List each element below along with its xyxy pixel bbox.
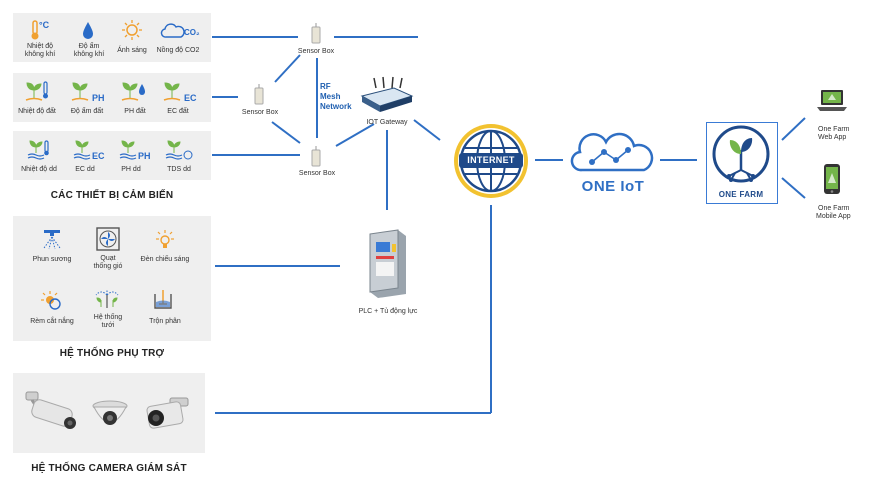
solution-tds-icon [165, 140, 193, 160]
ventilation-fan-label: Quạt thống gió [93, 255, 123, 270]
link-sensorbox-mid-to-bottom [271, 121, 301, 144]
link-sensorbox-top-to-mid [274, 54, 301, 83]
rf-mesh-label-1: RF [320, 82, 331, 91]
one-farm-logo-icon [712, 125, 770, 183]
solution-ph-badge: PH [138, 151, 151, 161]
plant-thermometer-icon [25, 81, 48, 101]
air-humidity-label: Độ ẩm không khí [73, 43, 105, 58]
internet-label: INTERNET [467, 155, 515, 165]
link-onefarm-to-webapp [781, 117, 806, 141]
rf-mesh-label-3: Network [320, 102, 352, 111]
plant-ph-icon [71, 82, 89, 101]
iot-gateway-label: IOT Gateway [366, 119, 408, 126]
plant-drop-icon [121, 82, 145, 101]
mobile-app-phone-icon [824, 164, 840, 194]
soil-humidity-label: Độ ẩm đất [70, 108, 104, 115]
plc-cabinet-icon [369, 229, 406, 298]
soil-ec-badge: EC [184, 93, 197, 103]
dome-camera-icon [92, 400, 128, 425]
soil-ec-label: EC đất [167, 108, 189, 115]
iot-gateway-icon [360, 76, 414, 112]
cloud-network-icon [570, 132, 654, 172]
one-iot-label: ONE IoT [581, 178, 645, 195]
mobile-app-label-2: Mobile App [816, 213, 851, 220]
water-drop-icon [83, 22, 93, 39]
co2-cloud-icon [160, 23, 185, 38]
box-camera-icon [146, 397, 189, 429]
camera-system-title: HỆ THỐNG CAMERA GIÁM SÁT [31, 463, 187, 474]
plc-label: PLC + Tủ động lực [358, 308, 418, 315]
fertilizer-mixer-label: Trộn phân [149, 318, 181, 325]
sensor-box-bottom-label: Sensor Box [298, 170, 336, 177]
solution-ph-label: PH dd [121, 166, 141, 173]
sensor-box-bottom-icon [311, 146, 321, 167]
solution-thermometer-icon [27, 140, 49, 160]
sunshade-label: Rèm cắt nắng [30, 318, 74, 325]
sensor-box-mid-label: Sensor Box [241, 109, 279, 116]
co2-label: Nồng độ CO2 [156, 47, 200, 54]
thermometer-icon [31, 20, 39, 40]
solution-ph-icon [119, 140, 137, 160]
irrigation-label: Hệ thống tưới [93, 314, 123, 329]
solution-temp-label: Nhiệt độ dd [21, 166, 57, 173]
sensor-box-mid-icon [254, 84, 264, 105]
web-app-laptop-icon [817, 90, 847, 111]
fertilizer-mixer-icon [154, 290, 172, 309]
light-label: Ánh sáng [117, 47, 147, 54]
one-farm-label: ONE FARM [718, 190, 764, 199]
air-temp-badge: °C [39, 20, 50, 30]
support-system-title: HỆ THỐNG PHỤ TRỢ [59, 348, 165, 359]
internet-globe-icon [454, 124, 528, 198]
link-onefarm-to-mobileapp [781, 177, 806, 199]
support-system-panel [13, 216, 211, 341]
solution-tds-label: TDS dd [167, 166, 191, 173]
mist-spray-label: Phun sương [32, 256, 72, 263]
soil-ph-badge: PH [92, 93, 105, 103]
lamp-icon [156, 230, 174, 248]
link-gateway-to-internet [413, 119, 441, 141]
irrigation-icon [95, 289, 119, 308]
sunshade-icon [41, 291, 61, 310]
soil-ph-label: PH đất [124, 108, 146, 115]
solution-ec-badge: EC [92, 151, 105, 161]
link-gateway-to-sensorbox [335, 123, 375, 147]
rf-mesh-label-2: Mesh [320, 92, 341, 101]
solution-ec-label: EC dd [75, 166, 95, 173]
sensor-devices-title: CÁC THIẾT BỊ CẢM BIẾN [50, 190, 174, 201]
bullet-camera-icon [25, 391, 76, 429]
web-app-label-2: Web App [818, 134, 847, 141]
sensor-box-top-label: Sensor Box [297, 48, 335, 55]
mist-spray-icon [43, 230, 61, 250]
solution-ec-icon [73, 140, 91, 160]
air-temp-label: Nhiệt độ không khí [24, 43, 56, 58]
mobile-app-label-1: One Farm [818, 205, 850, 212]
ventilation-fan-icon [96, 227, 120, 251]
co2-badge: CO₂ [184, 28, 200, 37]
plant-ec-icon [163, 82, 181, 101]
sensor-box-top-icon [311, 23, 321, 44]
sun-icon [122, 20, 142, 40]
web-app-label-1: One Farm [818, 126, 850, 133]
lamp-label: Đèn chiếu sáng [140, 256, 190, 263]
soil-temp-label: Nhiệt độ đất [18, 108, 56, 115]
